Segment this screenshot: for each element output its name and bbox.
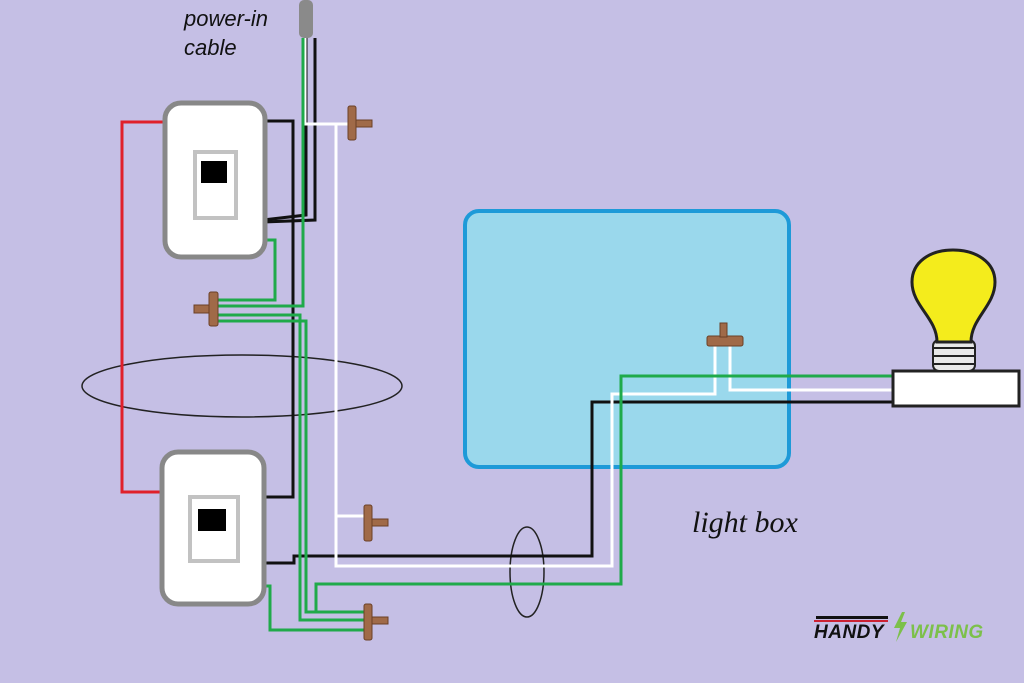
lower-switch <box>159 449 267 607</box>
upper-switch <box>162 100 268 260</box>
power-in-cable <box>299 0 313 38</box>
logo-bar <box>816 616 888 619</box>
light-fixture-base <box>891 369 1021 408</box>
light-bulb-icon <box>910 248 997 372</box>
wire-nut-connector-top <box>347 105 373 141</box>
light-box-label: light box <box>692 506 798 539</box>
wire-nut-connector-bottom <box>363 603 389 641</box>
white-neutral-wires <box>303 38 893 568</box>
power-in-cable-label: power-in cable <box>184 4 268 62</box>
handy-wiring-logo: HANDY WIRING <box>814 610 994 650</box>
logo-text-handy: HANDY <box>814 622 885 643</box>
wire-nut-connector-left <box>193 291 219 327</box>
lightning-bolt-icon <box>894 612 907 642</box>
cable-bundle-ellipse-large <box>81 354 403 418</box>
logo-text-wiring: WIRING <box>910 622 984 643</box>
logo-bar-accent <box>814 620 888 622</box>
power-in-label-line1: power-in <box>184 6 268 31</box>
power-in-label-line2: cable <box>184 35 237 60</box>
green-ground-wires <box>214 38 893 632</box>
wire-nut-connector-light-box <box>706 322 744 347</box>
red-traveler-wire <box>120 120 165 494</box>
cable-bundle-ellipse-small <box>509 526 545 618</box>
wire-nut-connector-middle <box>363 504 389 542</box>
